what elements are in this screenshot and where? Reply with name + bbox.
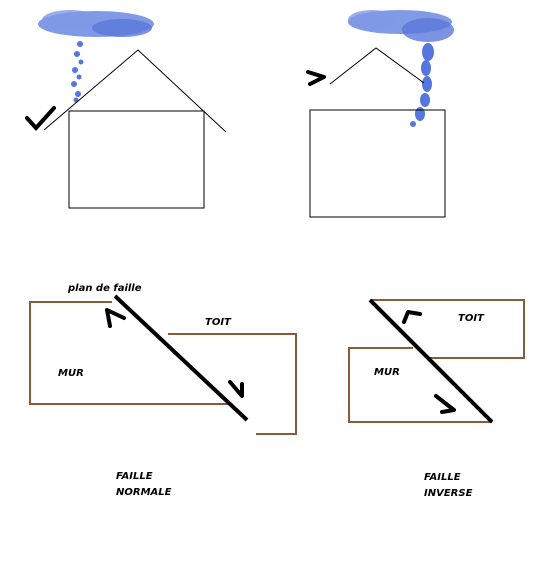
fault-plane-right (368, 298, 494, 424)
toit-block-right (370, 299, 525, 359)
normal-fault: plan de faille TOIT MUR FAILLE NORMALE (29, 283, 297, 498)
house-body-right (309, 109, 446, 218)
mur-block-right (348, 347, 492, 423)
faille-inverse-title-2: INVERSE (424, 488, 473, 499)
plan-de-faille-label: plan de faille (67, 283, 142, 294)
house-right (306, 10, 454, 218)
arrow-up-left-icon (105, 308, 126, 328)
mur-label-right: MUR (374, 367, 400, 378)
faille-normale-title-2: NORMALE (116, 487, 172, 498)
reverse-fault: TOIT MUR FAILLE INVERSE (348, 298, 525, 499)
rain-right (410, 43, 434, 127)
arrow-down-left-icon (25, 106, 56, 131)
mur-block-left (29, 301, 230, 405)
roof-right (329, 47, 425, 85)
rain-left (71, 41, 84, 103)
house-body-left (68, 110, 205, 209)
mur-label-left: MUR (58, 368, 84, 379)
house-left (25, 10, 227, 209)
roof-left (43, 49, 227, 133)
cloud-left (38, 10, 154, 37)
faille-inverse-title-1: FAILLE (424, 472, 461, 483)
toit-block-left (168, 333, 297, 435)
arrow-down-right-icon (228, 380, 244, 398)
cloud-right (348, 10, 454, 42)
arrow-right-icon (306, 70, 326, 86)
faille-normale-title-1: FAILLE (116, 471, 153, 482)
toit-label-right: TOIT (458, 313, 485, 324)
arrow-up-right-fault-icon (402, 310, 422, 324)
arrow-down-right-fault-icon (434, 394, 456, 414)
toit-label-left: TOIT (205, 317, 232, 328)
fault-plane-left (113, 294, 249, 422)
